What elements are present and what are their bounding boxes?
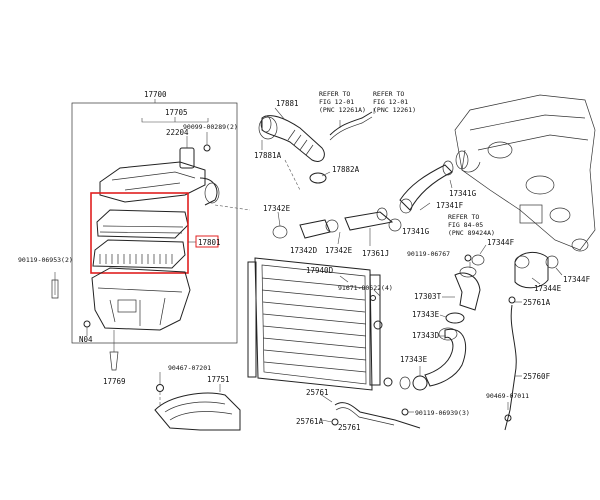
label-25760F: 25760F	[523, 372, 551, 381]
flow-sensor	[179, 147, 195, 169]
label-22204: 22204	[166, 128, 189, 137]
label-17342D: 17342D	[290, 246, 318, 255]
bolt-icon	[401, 408, 409, 416]
hose-clamp-icon	[412, 375, 428, 391]
label-17342E-top: 17342E	[263, 204, 291, 213]
ref1-line3: (PNC 12261A)	[319, 106, 366, 114]
inlet-duct	[154, 372, 241, 431]
clip-icon	[508, 296, 516, 304]
ref2-line3: (PNC 12261)	[373, 106, 416, 114]
label-17769: 17769	[103, 377, 126, 386]
air-cleaner-cap	[99, 161, 206, 203]
label-90467: 90467-07201	[168, 364, 211, 372]
ref1-line2: FIG 12-01	[319, 98, 354, 106]
label-17881A: 17881A	[254, 151, 282, 160]
hose-clamp-icon	[445, 312, 465, 324]
ref3-line1: REFER TO	[448, 213, 479, 221]
ref2-line2: FIG 12-01	[373, 98, 408, 106]
air-cleaner-case	[91, 267, 191, 331]
hose-clamp-icon	[272, 225, 288, 239]
label-17343E-bottom: 17343E	[400, 355, 428, 364]
hose-clamp-icon	[471, 254, 485, 266]
label-90119-06953: 90119-06953(2)	[18, 256, 73, 264]
label-17343E-top: 17343E	[412, 310, 440, 319]
highlight-box	[90, 192, 189, 274]
part-labels: 17700 17705 22204 90099-00289(2) 17801 9…	[18, 90, 591, 432]
hose-clamp-icon	[545, 255, 559, 269]
label-17751: 17751	[207, 375, 230, 384]
label-17705: 17705	[165, 108, 188, 117]
clamp-bolt-icon	[109, 351, 119, 371]
bolt-icon	[464, 254, 472, 262]
highlight-label-box	[195, 235, 219, 248]
bolt-icon	[51, 279, 59, 299]
label-17341F: 17341F	[436, 201, 464, 210]
ref1-line1: REFER TO	[319, 90, 350, 98]
bolt-icon	[370, 295, 376, 301]
grommet-icon	[83, 320, 91, 328]
label-17361J: 17361J	[362, 249, 389, 258]
label-90099: 90099-00289(2)	[183, 123, 238, 131]
air-cleaner-assembly	[51, 99, 251, 371]
label-17303T: 17303T	[414, 292, 442, 301]
label-25761-bottom: 25761	[338, 423, 361, 432]
intake-hose	[258, 107, 375, 191]
ref3-line2: FIG 84-05	[448, 221, 483, 229]
label-17882A: 17882A	[332, 165, 360, 174]
label-25761A-left: 25761A	[296, 417, 324, 426]
label-N04: N04	[79, 335, 93, 344]
radiator	[247, 257, 393, 391]
clip-icon	[504, 414, 512, 422]
hose-clamp-icon	[388, 218, 402, 232]
label-90469: 90469-07011	[486, 392, 529, 400]
label-17344F-top: 17344F	[487, 238, 515, 247]
label-17341G-mid: 17341G	[402, 227, 430, 236]
label-25761A-right: 25761A	[523, 298, 551, 307]
label-17940D: 17940D	[306, 266, 334, 275]
label-17881: 17881	[276, 99, 299, 108]
hose-clamp-icon	[258, 116, 278, 140]
label-17342E-mid: 17342E	[325, 246, 353, 255]
label-91671: 91671-80622(4)	[338, 284, 393, 292]
label-17801: 17801	[198, 238, 221, 247]
label-17343D: 17343D	[412, 331, 440, 340]
hose-clamp-icon	[399, 198, 413, 214]
label-25761: 25761	[306, 388, 329, 397]
label-17341G-top: 17341G	[449, 189, 477, 198]
assembly-box	[71, 102, 238, 344]
label-17700: 17700	[144, 90, 167, 99]
upper-radiator-hose	[272, 160, 454, 246]
bolt-icon	[203, 144, 211, 152]
bypass-hoses	[471, 244, 563, 431]
engine-block	[454, 94, 596, 252]
drain-plug-icon	[383, 377, 393, 387]
lower-radiator-hose	[399, 254, 481, 416]
hose-clamp-icon	[309, 172, 327, 184]
label-90119-06939: 90119-06939(3)	[415, 409, 470, 417]
ref2-line1: REFER TO	[373, 90, 404, 98]
clip-icon	[156, 384, 164, 392]
air-filter-element	[92, 209, 189, 269]
label-17344F-right: 17344F	[563, 275, 591, 284]
ref3-line3: (PNC 89424A)	[448, 229, 495, 237]
hose-clamp-icon	[325, 219, 339, 233]
label-17344E: 17344E	[534, 284, 562, 293]
water-tubes	[319, 393, 421, 429]
drain-plug-icon	[373, 320, 383, 330]
label-90119-06767: 90119-06767	[407, 250, 450, 258]
